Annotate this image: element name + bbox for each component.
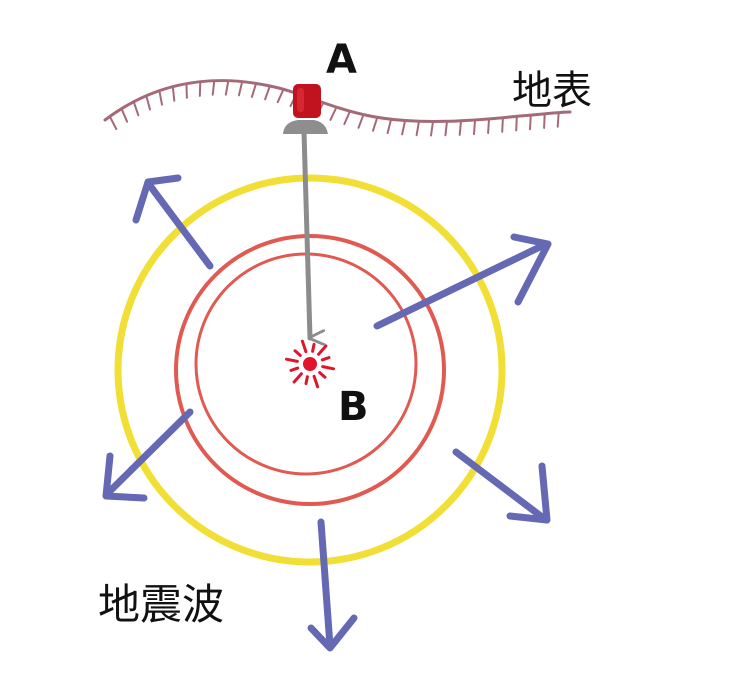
ground-hatch-tick [120,107,129,123]
burst-ray [318,371,327,379]
ground-hatch-tick [211,79,216,96]
ground-hatch-tick [185,82,188,99]
ground-hatch-tick [276,88,285,104]
ground-hatch-tick [108,115,118,130]
ground-line [103,79,572,123]
ground-hatch-tick [132,100,140,117]
burst-ray [292,372,303,384]
ground-hatch-tick [198,80,202,97]
burst-rays [285,339,335,389]
ground-hatch-tick [264,85,271,101]
burst-ray [317,344,328,356]
ground-hatch-tick [386,118,393,134]
ground-hatch-tick [501,116,504,133]
wave-arrow-lower-right [452,448,551,524]
burst-ray [300,339,308,354]
ground-hatch-tick [401,119,407,136]
ground-hatching [108,79,560,137]
ground-hatch-tick [343,110,351,126]
burst-ray [304,375,309,386]
station-highlight [297,88,304,112]
burst-icon [285,339,335,389]
ground-hatch-tick [158,89,163,106]
seismometer-icon [283,84,328,134]
depth-arrow [301,129,310,338]
focus-point [303,357,317,371]
label-point-b: B [338,384,369,430]
ground-hatch-tick [237,80,244,97]
ground-hatch-tick [430,120,434,137]
ground-hatch-tick [529,114,532,131]
ground-hatch-tick [171,85,176,102]
burst-ray [285,357,299,363]
ground-hatch-tick [556,111,560,128]
wave-arrow-upper-right [373,233,552,330]
burst-ray [293,349,302,357]
ground-hatch-tick [415,120,420,137]
wave-arrows [102,174,552,652]
ground-hatch-tick [145,94,151,111]
wave-arrow-bottom [307,518,358,652]
ground-hatch-tick [543,112,546,129]
label-surface: 地表 [512,68,592,114]
label-seismic-waves: 地震波 [98,580,224,629]
label-point-a: A [326,37,357,83]
ground-hatch-tick [473,119,476,136]
ground-surface [103,79,572,137]
burst-ray [320,356,331,362]
outer-wave-ring [114,174,506,566]
ground-hatch-tick [224,79,230,96]
burst-ray [289,366,300,372]
ground-hatch-tick [357,113,365,129]
ground-hatch-tick [487,117,490,134]
ground-hatch-tick [444,120,448,137]
burst-ray [312,374,320,389]
wave-arrow-upper-left [132,174,214,270]
ground-hatch-tick [515,115,518,132]
wave-arrow-lower-left [102,408,194,502]
burst-ray [311,342,316,353]
middle-wave-ring [174,234,446,506]
ground-hatch-tick [458,119,462,136]
ground-hatch-tick [329,106,338,121]
burst-ray [321,365,335,371]
ground-hatch-tick [250,82,258,98]
ground-hatch-tick [372,116,379,132]
station-base [283,120,328,134]
